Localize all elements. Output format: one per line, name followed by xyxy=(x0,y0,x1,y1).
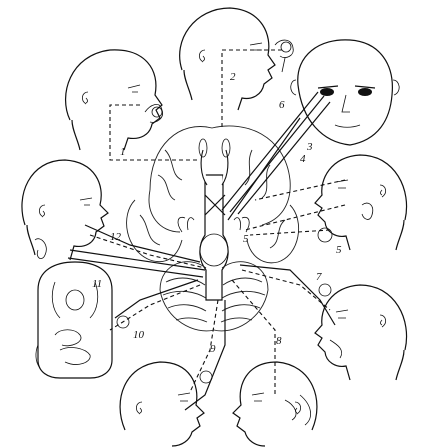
head-lower-right xyxy=(315,285,407,380)
nerve-label-5b: 5 xyxy=(336,244,342,256)
right-eye xyxy=(358,88,372,96)
heart-icon xyxy=(66,290,84,310)
left-eye xyxy=(320,88,334,96)
nerve-8-path xyxy=(232,280,275,395)
nerve-12-path xyxy=(85,225,200,262)
nerve-label-10: 10 xyxy=(133,329,145,341)
temporal-lobes xyxy=(127,200,299,263)
nerve-label-1: 1 xyxy=(120,146,126,158)
nerve-5-path xyxy=(245,180,345,235)
lungs-icon xyxy=(52,282,97,318)
nerve-label-3: 3 xyxy=(306,141,313,153)
nerve-label-4: 4 xyxy=(300,153,306,165)
frontal-lobes xyxy=(149,126,290,232)
nerve-label-6: 6 xyxy=(279,99,285,111)
ganglion-marker xyxy=(318,228,332,242)
nerve-label-5a: 5 xyxy=(243,233,249,245)
ear-symbol-icon xyxy=(362,203,373,219)
nerve-label-8: 8 xyxy=(276,335,282,347)
nerve-label-12: 12 xyxy=(110,231,122,243)
head-optic xyxy=(180,8,294,110)
nerve-label-11: 11 xyxy=(92,278,102,290)
head-bottom-center xyxy=(233,362,317,446)
ganglion-marker xyxy=(319,284,331,296)
brainstem xyxy=(200,175,228,300)
nerve-label-2: 2 xyxy=(230,71,236,83)
head-facial xyxy=(315,155,407,250)
nerve-9-path xyxy=(185,300,225,410)
hand-icon xyxy=(35,239,46,259)
head-olfactory xyxy=(66,50,163,150)
intestines-icon xyxy=(55,330,90,365)
nerve-11-path xyxy=(70,250,205,270)
pons xyxy=(200,234,228,266)
sound-waves-icon xyxy=(285,395,311,425)
nerve-label-9: 9 xyxy=(210,343,216,355)
head-left xyxy=(22,160,108,260)
ganglion-marker xyxy=(200,371,212,383)
nerve-label-7: 7 xyxy=(316,271,322,283)
head-bottom-left xyxy=(120,362,204,446)
nerve-3-4-6-paths xyxy=(222,92,330,220)
optic-chiasm xyxy=(205,195,225,215)
